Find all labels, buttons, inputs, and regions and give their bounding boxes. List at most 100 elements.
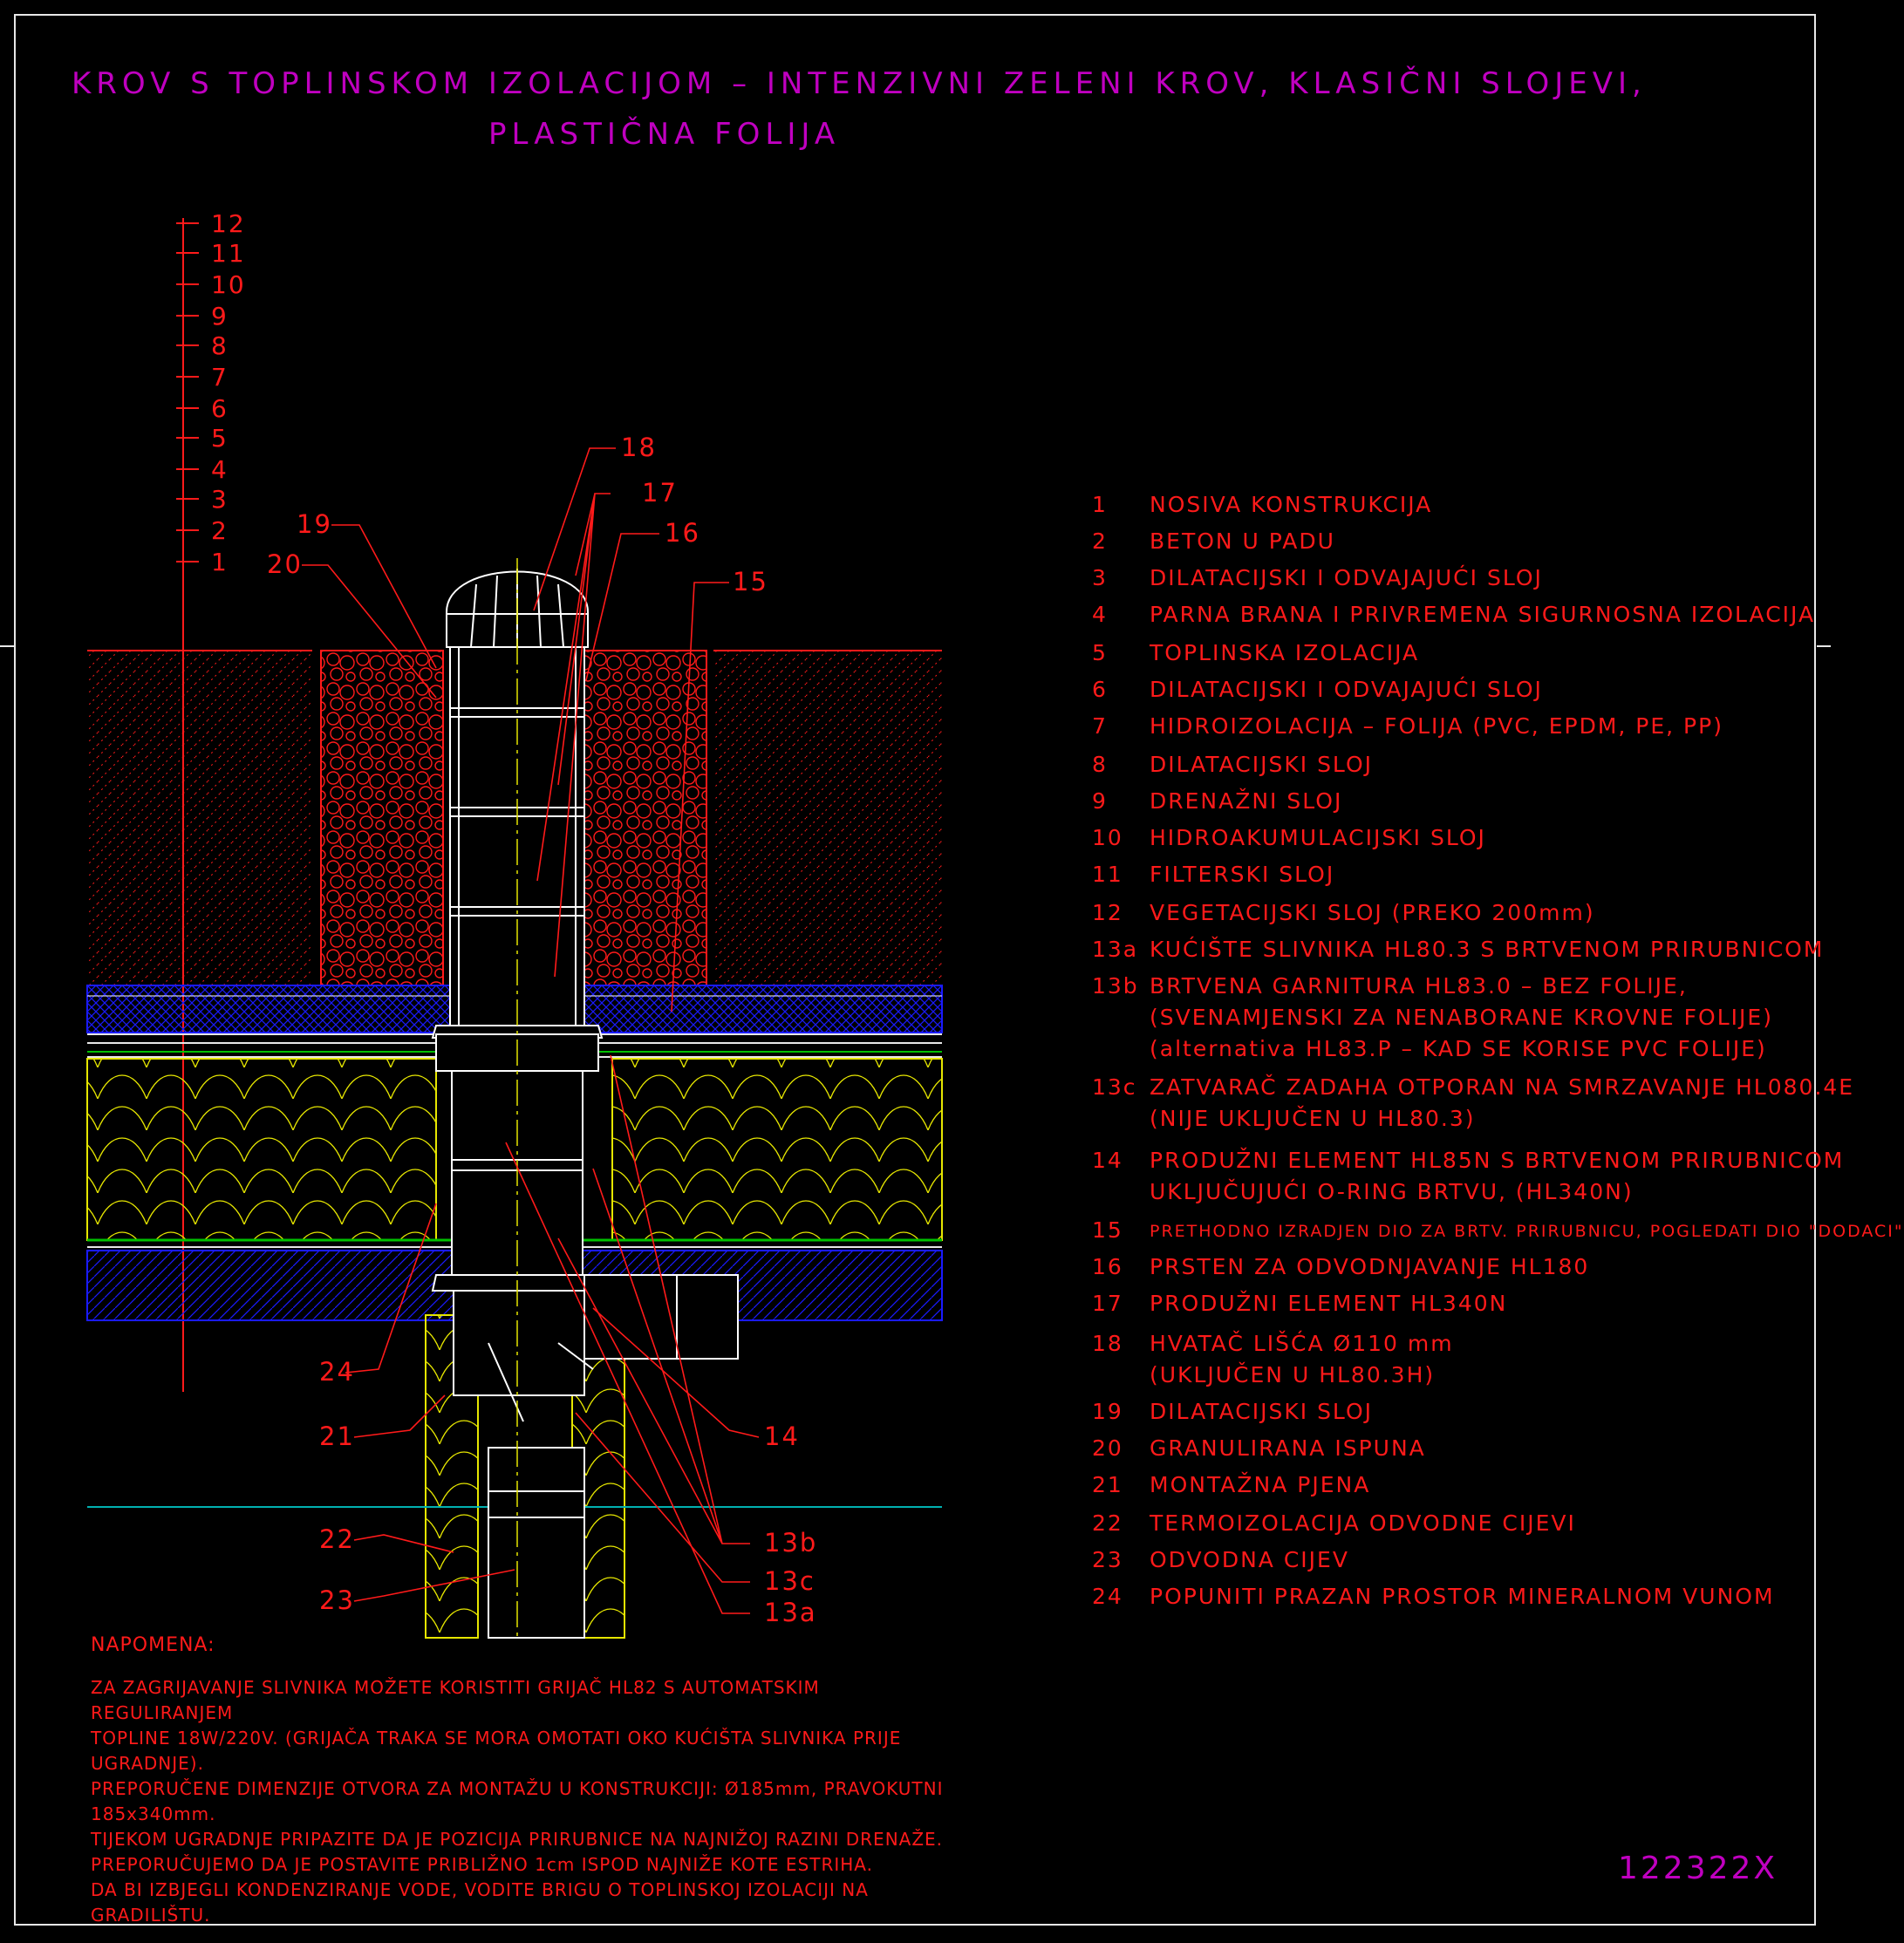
legend-number: 22 — [1092, 1510, 1123, 1536]
callout-label: 19 — [297, 509, 332, 539]
legend-text: NOSIVA KONSTRUKCIJA — [1150, 492, 1433, 517]
legend-text: DILATACIJSKI SLOJ — [1150, 1399, 1374, 1424]
note-line: DA BI IZBJEGLI KONDENZIRANJE VODE, VODIT… — [91, 1879, 869, 1900]
note-line: ZA ZAGRIJAVANJE SLIVNIKA MOŽETE KORISTIT… — [91, 1677, 820, 1723]
callout-leaders — [302, 447, 760, 1614]
legend-text: HIDROAKUMULACIJSKI SLOJ — [1150, 825, 1486, 850]
legend-number: 13a — [1092, 937, 1139, 962]
drawing-frame — [14, 14, 1816, 1926]
legend-text: PRODUŽNI ELEMENT HL340N — [1150, 1291, 1508, 1316]
legend-number: 23 — [1092, 1547, 1123, 1572]
scale-label: 2 — [211, 516, 229, 545]
scale-label: 5 — [211, 424, 229, 453]
callout-label: 24 — [319, 1357, 355, 1387]
legend-text: TOPLINSKA IZOLACIJA — [1150, 640, 1420, 665]
legend-number: 17 — [1092, 1291, 1123, 1316]
legend-text-line3: (alternativa HL83.P – KAD SE KORISE PVC … — [1150, 1036, 1767, 1061]
scale-label: 1 — [211, 548, 229, 576]
legend-text: DILATACIJSKI SLOJ — [1150, 752, 1374, 777]
notes-heading: NAPOMENA: — [91, 1634, 215, 1656]
scale-label: 10 — [211, 270, 246, 299]
callout-label: 21 — [319, 1421, 355, 1451]
legend-number: 16 — [1092, 1254, 1123, 1279]
legend-text: TERMOIZOLACIJA ODVODNE CIJEVI — [1150, 1510, 1576, 1536]
legend-number: 8 — [1092, 752, 1108, 777]
drawing-title-line1: KROV S TOPLINSKOM IZOLACIJOM – INTENZIVN… — [72, 66, 1647, 101]
note-line: TOPLINE 18W/220V. (GRIJAČA TRAKA SE MORA… — [91, 1728, 902, 1749]
scale-label: 12 — [211, 209, 246, 238]
scale-label: 4 — [211, 455, 229, 484]
legend-number: 4 — [1092, 602, 1108, 627]
scale-label: 9 — [211, 302, 229, 331]
legend-text: VEGETACIJSKI SLOJ (PREKO 200mm) — [1150, 900, 1595, 925]
callout-label: 23 — [319, 1585, 355, 1615]
callout-label: 13c — [764, 1566, 816, 1596]
legend-number: 20 — [1092, 1435, 1123, 1461]
legend-text-line2: UKLJUČUJUĆI O-RING BRTVU, (HL340N) — [1150, 1179, 1634, 1204]
frame-tick-right — [1817, 645, 1831, 647]
legend-number: 21 — [1092, 1472, 1123, 1497]
legend-text-line2: (NIJE UKLJUČEN U HL80.3) — [1150, 1106, 1476, 1131]
granular-fill-left — [320, 650, 444, 986]
frame-tick-left — [0, 645, 14, 647]
scale-label: 7 — [211, 363, 229, 392]
thermal-insulation-left — [86, 1058, 437, 1241]
legend-number: 13b — [1092, 973, 1139, 999]
callout-label: 18 — [621, 433, 657, 462]
note-line: UGRADNJE). — [91, 1753, 204, 1774]
legend-text: PRODUŽNI ELEMENT HL85N S BRTVENOM PRIRUB… — [1150, 1148, 1845, 1173]
drawing-title-line2: PLASTIČNA FOLIJA — [488, 117, 841, 152]
scale-label: 3 — [211, 485, 229, 514]
legend-text: POPUNITI PRAZAN PROSTOR MINERALNOM VUNOM — [1150, 1584, 1775, 1609]
legend-number: 6 — [1092, 677, 1108, 702]
legend-number: 3 — [1092, 565, 1108, 590]
legend-text: HVATAČ LIŠĆA Ø110 mm — [1150, 1331, 1454, 1356]
legend-text-line2: (SVENAMJENSKI ZA NENABORANE KROVNE FOLIJ… — [1150, 1005, 1773, 1030]
legend-number: 19 — [1092, 1399, 1123, 1424]
callout-label: 13a — [764, 1598, 817, 1627]
callout-label: 16 — [665, 518, 700, 548]
legend-text: PARNA BRANA I PRIVREMENA SIGURNOSNA IZOL… — [1150, 602, 1816, 627]
callout-label: 17 — [642, 478, 678, 508]
thermal-insulation-right — [611, 1058, 943, 1241]
scale-label: 8 — [211, 331, 229, 360]
legend-number: 10 — [1092, 825, 1123, 850]
vegetation-layer-right — [713, 651, 942, 985]
legend-number: 15 — [1092, 1217, 1123, 1243]
legend-text: PRSTEN ZA ODVODNJAVANJE HL180 — [1150, 1254, 1590, 1279]
scale-label: 11 — [211, 239, 246, 268]
legend-text: ZATVARAČ ZADAHA OTPORAN NA SMRZAVANJE HL… — [1150, 1074, 1855, 1100]
legend-number: 24 — [1092, 1584, 1123, 1609]
legend-number: 1 — [1092, 492, 1108, 517]
legend-text: KUĆIŠTE SLIVNIKA HL80.3 S BRTVENOM PRIRU… — [1150, 937, 1825, 962]
legend-text: HIDROIZOLACIJA – FOLIJA (PVC, EPDM, PE, … — [1150, 713, 1723, 739]
roof-drain-section-diagram — [86, 218, 943, 1640]
legend-number: 11 — [1092, 862, 1123, 887]
legend-number: 13c — [1092, 1074, 1137, 1100]
legend-text-line2: (UKLJUČEN U HL80.3H) — [1150, 1362, 1436, 1387]
legend-text: FILTERSKI SLOJ — [1150, 862, 1335, 887]
callout-label: 14 — [764, 1421, 800, 1451]
note-line: 185x340mm. — [91, 1803, 216, 1824]
legend-number: 9 — [1092, 788, 1108, 814]
legend-number: 14 — [1092, 1148, 1123, 1173]
legend-text: DILATACIJSKI I ODVAJAJUĆI SLOJ — [1150, 677, 1543, 702]
legend-text: GRANULIRANA ISPUNA — [1150, 1435, 1426, 1461]
note-line: GRADILIŠTU. — [91, 1905, 211, 1926]
callout-label: 22 — [319, 1524, 355, 1554]
legend-number: 5 — [1092, 640, 1108, 665]
legend-text: BETON U PADU — [1150, 528, 1335, 554]
note-line: PREPORUČENE DIMENZIJE OTVORA ZA MONTAŽU … — [91, 1778, 944, 1799]
legend-text: DRENAŽNI SLOJ — [1150, 788, 1343, 814]
legend-number: 12 — [1092, 900, 1123, 925]
vegetation-layer-left — [87, 651, 312, 985]
legend-text: BRTVENA GARNITURA HL83.0 – BEZ FOLIJE, — [1150, 973, 1688, 999]
callout-label: 20 — [267, 549, 303, 579]
legend-text: PRETHODNO IZRADJEN DIO ZA BRTV. PRIRUBNI… — [1150, 1222, 1904, 1241]
drawing-code: 122322X — [1618, 1851, 1778, 1886]
note-line: PREPORUČUJEMO DA JE POSTAVITE PRIBLIŽNO … — [91, 1854, 873, 1875]
legend-text: MONTAŽNA PJENA — [1150, 1472, 1371, 1497]
legend-text: DILATACIJSKI I ODVAJAJUĆI SLOJ — [1150, 565, 1543, 590]
legend-number: 2 — [1092, 528, 1108, 554]
callout-label: 13b — [764, 1528, 818, 1558]
